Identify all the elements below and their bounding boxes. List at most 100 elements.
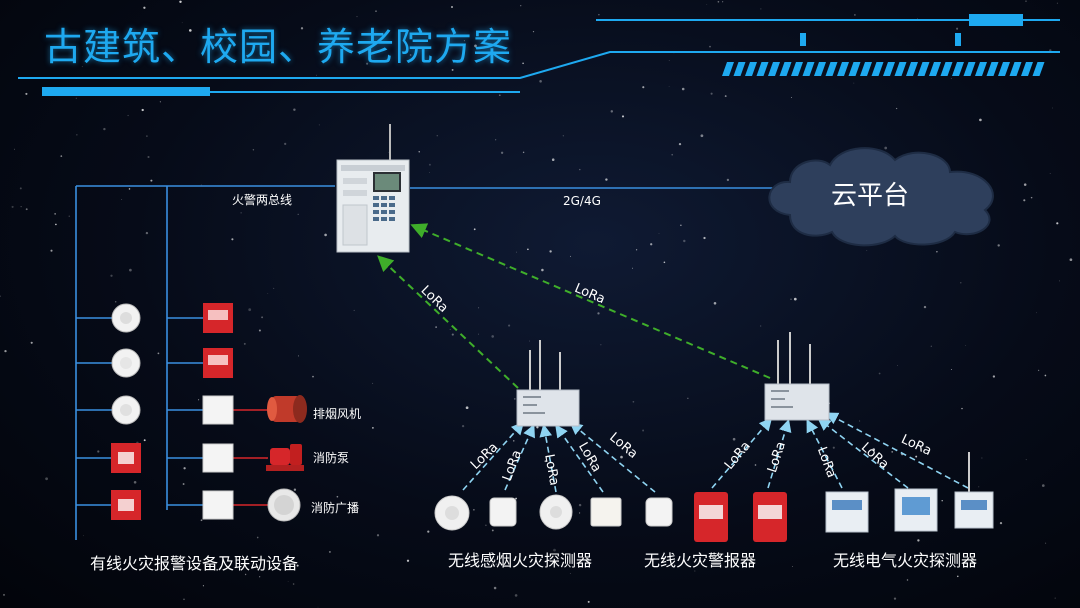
star: [605, 178, 608, 181]
star: [600, 344, 602, 346]
star: [915, 455, 918, 458]
smoke-detector-icon: [489, 497, 517, 527]
header-decoration: [18, 14, 1060, 96]
star: [20, 206, 22, 208]
star: [103, 127, 106, 131]
star: [231, 238, 234, 241]
star: [284, 142, 287, 146]
star: [498, 94, 501, 97]
sounder-strobe-icon: [203, 303, 233, 333]
smoke-detector-icon: [539, 494, 573, 530]
panel-icon: [336, 124, 410, 253]
star: [642, 86, 645, 89]
star: [896, 364, 898, 366]
star: [146, 135, 148, 137]
star: [549, 250, 552, 253]
star: [366, 62, 369, 65]
smoke-detector-icon: [434, 495, 470, 531]
electrical-detector-icon: [894, 488, 938, 532]
star: [463, 40, 465, 42]
star: [562, 135, 564, 137]
star: [491, 529, 494, 532]
star: [1059, 280, 1060, 282]
smoke-detector-icon: [111, 303, 141, 333]
star: [129, 268, 132, 272]
star: [127, 114, 129, 117]
star: [957, 575, 959, 578]
exhaust-fan-label: 排烟风机: [313, 407, 362, 421]
star: [1044, 374, 1047, 377]
caption-wireless-smoke: 无线感烟火灾探测器: [448, 551, 593, 570]
star: [965, 345, 967, 346]
star: [598, 14, 600, 16]
star: [539, 80, 542, 83]
star: [54, 213, 56, 215]
star: [81, 66, 83, 68]
star: [515, 497, 518, 500]
star: [293, 108, 296, 111]
caption-wireless-electric: 无线电气火灾探测器: [833, 551, 978, 570]
star: [183, 467, 186, 470]
star: [1045, 542, 1047, 544]
caption-wireless-alarm: 无线火灾警报器: [644, 551, 757, 570]
star: [55, 223, 57, 226]
smoke-detector-icon: [111, 395, 141, 425]
cloud-icon: [768, 147, 994, 247]
star: [474, 44, 477, 48]
star: [658, 233, 660, 235]
star: [917, 539, 920, 542]
star: [515, 251, 517, 253]
star: [513, 398, 516, 400]
star: [473, 228, 476, 231]
star: [760, 325, 762, 327]
star: [732, 437, 736, 441]
star: [157, 352, 160, 355]
star: [694, 570, 696, 572]
star: [11, 205, 14, 208]
star: [324, 233, 327, 237]
star: [950, 369, 952, 370]
star: [179, 0, 182, 4]
star: [978, 486, 980, 488]
star: [620, 455, 623, 459]
star: [114, 301, 117, 303]
star: [376, 534, 380, 537]
star: [1025, 0, 1027, 2]
alarm-sounder-icon: [694, 492, 728, 542]
bus-lines: [75, 185, 785, 540]
star: [710, 92, 713, 95]
star: [754, 464, 757, 466]
star: [68, 215, 70, 217]
star: [872, 448, 876, 451]
star: [514, 594, 518, 597]
star: [1030, 196, 1033, 199]
star: [793, 297, 797, 301]
star: [999, 521, 1003, 525]
star: [248, 308, 252, 312]
caption-wired: 有线火灾报警设备及联动设备: [90, 554, 299, 573]
star: [500, 151, 504, 154]
star: [461, 424, 465, 428]
star: [956, 27, 959, 30]
star: [451, 333, 454, 336]
star: [681, 87, 685, 91]
fire-pump-label: 消防泵: [313, 451, 350, 465]
star: [45, 477, 48, 481]
star: [790, 96, 792, 98]
star: [717, 0, 720, 3]
star: [642, 429, 645, 432]
star: [14, 148, 15, 150]
star: [527, 248, 529, 251]
star: [427, 530, 430, 533]
alarm-sounder-icon: [753, 492, 787, 542]
star: [353, 309, 355, 311]
star: [478, 307, 480, 309]
star: [923, 305, 927, 309]
star: [133, 481, 137, 484]
star: [252, 149, 255, 151]
manual-call-point-icon: [111, 443, 141, 473]
star: [678, 142, 682, 146]
star: [121, 199, 123, 200]
star: [317, 606, 319, 608]
star: [97, 450, 100, 453]
